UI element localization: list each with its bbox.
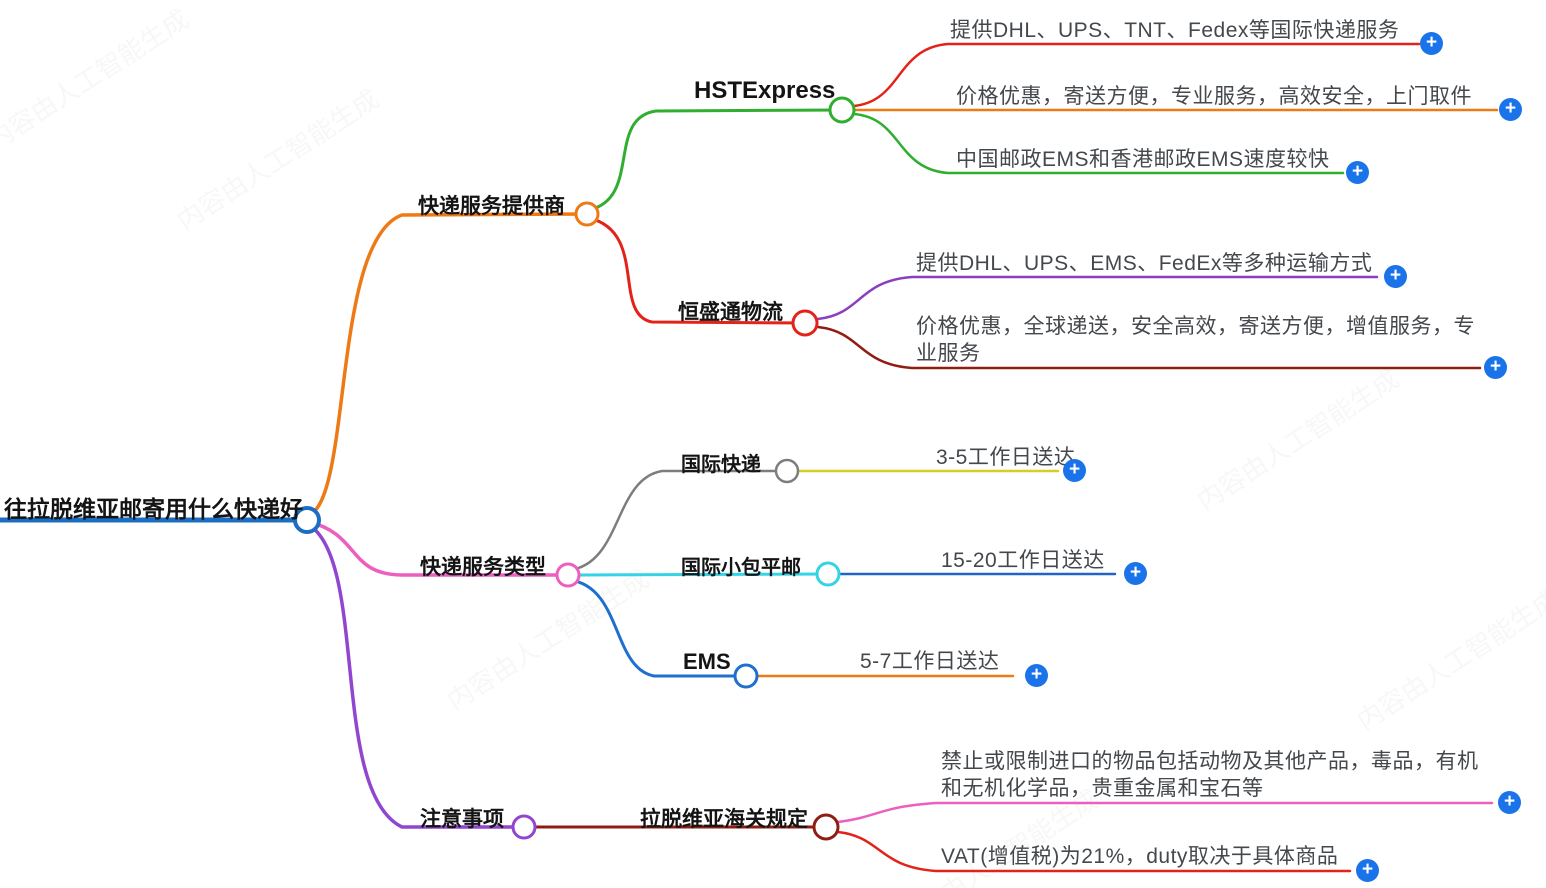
plus-icon: +: [1489, 356, 1502, 377]
expand-button[interactable]: +: [1384, 265, 1407, 288]
plus-icon: +: [1503, 791, 1516, 812]
ems-node-toggle[interactable]: [733, 663, 759, 689]
node-ems[interactable]: EMS: [683, 649, 731, 674]
edge-root-providers: [307, 212, 589, 517]
leaf-ems-days: 5-7工作日送达: [860, 650, 1000, 673]
expand-button[interactable]: +: [1356, 859, 1379, 882]
leaf-customs-prohibited: 禁止或限制进口的物品包括动物及其他产品，毒品，有机和无机化学品，贵重金属和宝石等: [941, 750, 1479, 800]
expand-button[interactable]: +: [1420, 32, 1443, 55]
watermark-text: 内容由人工智能生成: [1351, 583, 1546, 737]
plus-icon: +: [1030, 664, 1043, 685]
leaf-intl-express-days: 3-5工作日送达: [936, 446, 1076, 469]
expand-button[interactable]: +: [1124, 562, 1147, 585]
leaf-customs-vat: VAT(增值税)为21%，duty取决于具体商品: [941, 845, 1339, 868]
expand-button[interactable]: +: [1499, 98, 1522, 121]
node-hstexpress[interactable]: HSTExpress: [694, 77, 836, 104]
watermark-text: 内容由人工智能生成: [171, 83, 385, 237]
customs-node-toggle[interactable]: [812, 813, 840, 841]
providers-node-toggle[interactable]: [574, 201, 600, 227]
expand-button[interactable]: +: [1484, 356, 1507, 379]
watermark-text: 内容由人工智能生成: [0, 3, 195, 157]
node-small-packet[interactable]: 国际小包平邮: [681, 557, 801, 579]
notes-node-toggle[interactable]: [511, 814, 537, 840]
expand-button[interactable]: +: [1063, 459, 1086, 482]
expand-button[interactable]: +: [1025, 664, 1048, 687]
plus-icon: +: [1351, 161, 1364, 182]
leaf-heng-advantages: 价格优惠，全球递送，安全高效，寄送方便，增值服务，专业服务: [916, 315, 1475, 365]
root-label[interactable]: 往拉脱维亚邮寄用什么快递好: [4, 496, 303, 522]
edge-customs-leaf-1: [836, 801, 1494, 824]
plus-icon: +: [1425, 32, 1438, 53]
leaf-small-packet-days: 15-20工作日送达: [941, 549, 1105, 572]
small-packet-node-toggle[interactable]: [815, 561, 841, 587]
hengshengtong-node-toggle[interactable]: [791, 309, 819, 337]
watermark-text: 内容由人工智能生成: [1191, 363, 1405, 517]
intl-express-node-toggle[interactable]: [774, 458, 800, 484]
service-types-node-toggle[interactable]: [555, 562, 581, 588]
expand-button[interactable]: +: [1346, 161, 1369, 184]
leaf-hst-ems-speed: 中国邮政EMS和香港邮政EMS速度较快: [956, 148, 1330, 171]
plus-icon: +: [1361, 859, 1374, 880]
leaf-hst-advantages: 价格优惠，寄送方便，专业服务，高效安全，上门取件: [956, 85, 1472, 108]
node-providers[interactable]: 快递服务提供商: [418, 195, 565, 218]
node-latvia-customs[interactable]: 拉脱维亚海关规定: [640, 808, 808, 831]
leaf-hst-services: 提供DHL、UPS、TNT、Fedex等国际快递服务: [950, 19, 1400, 42]
node-service-types[interactable]: 快递服务类型: [420, 556, 546, 579]
edge-providers-hstexpress: [587, 108, 845, 212]
plus-icon: +: [1129, 562, 1142, 583]
expand-button[interactable]: +: [1498, 791, 1521, 814]
plus-icon: +: [1389, 265, 1402, 286]
watermark-text: 内容由人工智能生成: [441, 563, 655, 717]
leaf-heng-transport: 提供DHL、UPS、EMS、FedEx等多种运输方式: [916, 252, 1373, 275]
plus-icon: +: [1068, 459, 1081, 480]
node-hengshengtong[interactable]: 恒盛通物流: [678, 301, 783, 324]
node-intl-express[interactable]: 国际快递: [681, 454, 761, 476]
node-notes[interactable]: 注意事项: [420, 808, 504, 831]
plus-icon: +: [1504, 98, 1517, 119]
